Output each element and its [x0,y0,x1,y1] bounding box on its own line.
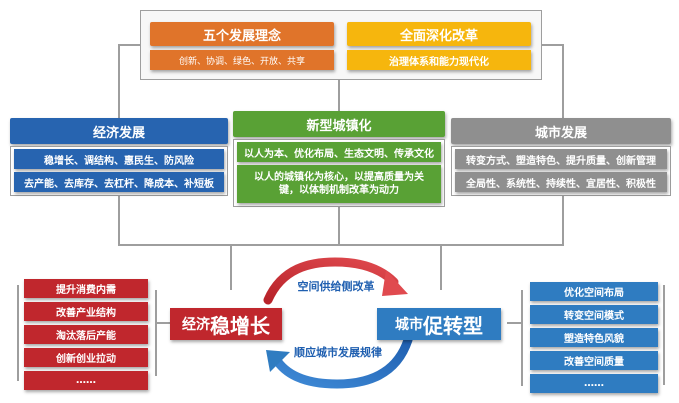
five-concepts-header: 五个发展理念 [150,22,334,46]
connector [118,44,142,46]
city-transformation-label: 城市 促转型 [377,308,501,340]
connector [663,285,665,385]
city-measure-2: 转变空间模式 [530,305,658,324]
city-label-main: 促转型 [423,313,483,338]
city-header: 城市发展 [451,118,671,144]
economy-measure-4: 创新创业拉动 [24,348,148,367]
economy-stable-growth-label: 经济 稳增长 [170,308,282,340]
connector [118,196,120,246]
city-measure-more: …… [530,374,658,393]
deepen-reform-subtitle: 治理体系和能力现代化 [347,50,531,70]
economy-row-2: 去产能、去库存、去杠杆、降成本、补短板 [14,172,224,192]
urbanization-header: 新型城镇化 [233,111,445,137]
economy-measure-2: 改善产业结构 [24,302,148,321]
city-measure-3: 塑造特色风貌 [530,328,658,347]
economy-label-main: 稳增长 [210,313,270,338]
cycle-bottom-text: 顺应城市发展规律 [294,346,382,359]
economy-row-1: 稳增长、调结构、惠民生、防风险 [14,149,224,169]
city-row-1: 转变方式、塑造特色、提升质量、创新管理 [455,149,667,169]
cycle-arrowhead-upper [382,270,408,296]
connector [118,244,562,246]
economy-measure-3: 淘汰落后产能 [24,325,148,344]
connector [507,322,523,324]
city-row-2: 全局性、系统性、持续性、宜居性、积极性 [455,172,667,192]
cycle-top-text: 空间供给侧改革 [297,280,375,293]
urbanization-row-1: 以人为本、优化布局、生态文明、传承文化 [237,142,441,162]
connector [562,196,564,246]
economy-measure-1: 提升消费内需 [24,279,148,298]
connector [155,322,171,324]
city-measure-4: 改善空间质量 [530,351,658,370]
connector [155,290,157,376]
connector [440,244,442,290]
cycle-arrowhead-lower [266,350,290,372]
connector [338,206,340,246]
city-label-prefix: 城市 [395,317,423,333]
deepen-reform-header: 全面深化改革 [347,22,531,46]
connector [338,76,340,112]
urbanization-row-2: 以人的城镇化为核心，以提高质量为关键，以体制机制改革为动力 [237,165,441,203]
economy-label-prefix: 经济 [182,317,210,333]
connector [118,44,120,118]
economy-measure-more: …… [24,371,148,390]
five-concepts-subtitle: 创新、协调、绿色、开放、共享 [150,50,334,70]
city-measure-1: 优化空间布局 [530,282,658,301]
connector [17,285,19,381]
connector [562,44,564,118]
economy-header: 经济发展 [10,118,228,144]
connector [521,290,523,386]
connector [230,244,232,290]
connector [540,44,564,46]
